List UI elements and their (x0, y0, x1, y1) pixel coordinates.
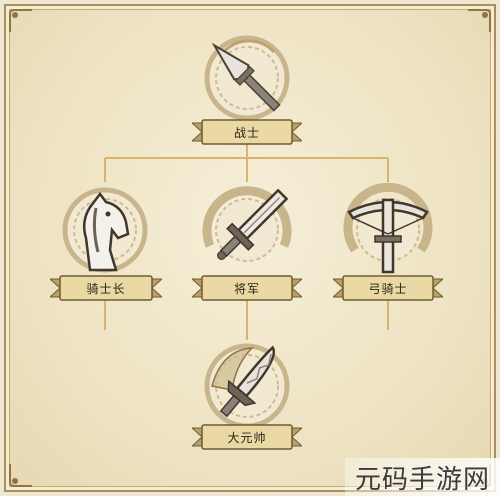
spear-icon (204, 35, 290, 121)
horse-head-icon (62, 187, 148, 273)
corner-ornament (9, 464, 32, 487)
class-banner-bow-knight[interactable]: 弓骑士 (333, 275, 443, 301)
class-node-warrior[interactable] (192, 26, 302, 136)
watermark-text: 元码手游网 (354, 464, 490, 495)
ribbon-banner (192, 119, 302, 145)
corner-ornament (9, 9, 32, 32)
ribbon-banner (192, 275, 302, 301)
class-node-grand-marshal[interactable] (192, 334, 302, 444)
ribbon-banner (50, 275, 162, 301)
ribbon-banner (333, 275, 443, 301)
class-name-label: 弓骑士 (368, 281, 408, 296)
class-banner-knight-captain[interactable]: 骑士长 (50, 275, 162, 301)
ribbon-banner (192, 424, 302, 450)
corner-ornament (468, 9, 491, 32)
class-banner-general[interactable]: 将军 (192, 275, 302, 301)
class-node-general[interactable] (192, 178, 302, 288)
class-name-label: 战士 (233, 125, 260, 140)
class-name-label: 骑士长 (86, 281, 126, 296)
class-name-label: 大元帅 (227, 430, 267, 445)
ornate-blade-icon (204, 343, 290, 429)
class-name-label: 将军 (233, 281, 260, 296)
class-banner-grand-marshal[interactable]: 大元帅 (192, 424, 302, 450)
class-node-knight-captain[interactable] (50, 178, 160, 288)
crossbow-icon (343, 182, 433, 274)
class-banner-warrior[interactable]: 战士 (192, 119, 302, 145)
site-watermark: 元码手游网 (345, 458, 500, 496)
greatsword-icon (202, 186, 292, 262)
class-node-bow-knight[interactable] (333, 178, 443, 288)
